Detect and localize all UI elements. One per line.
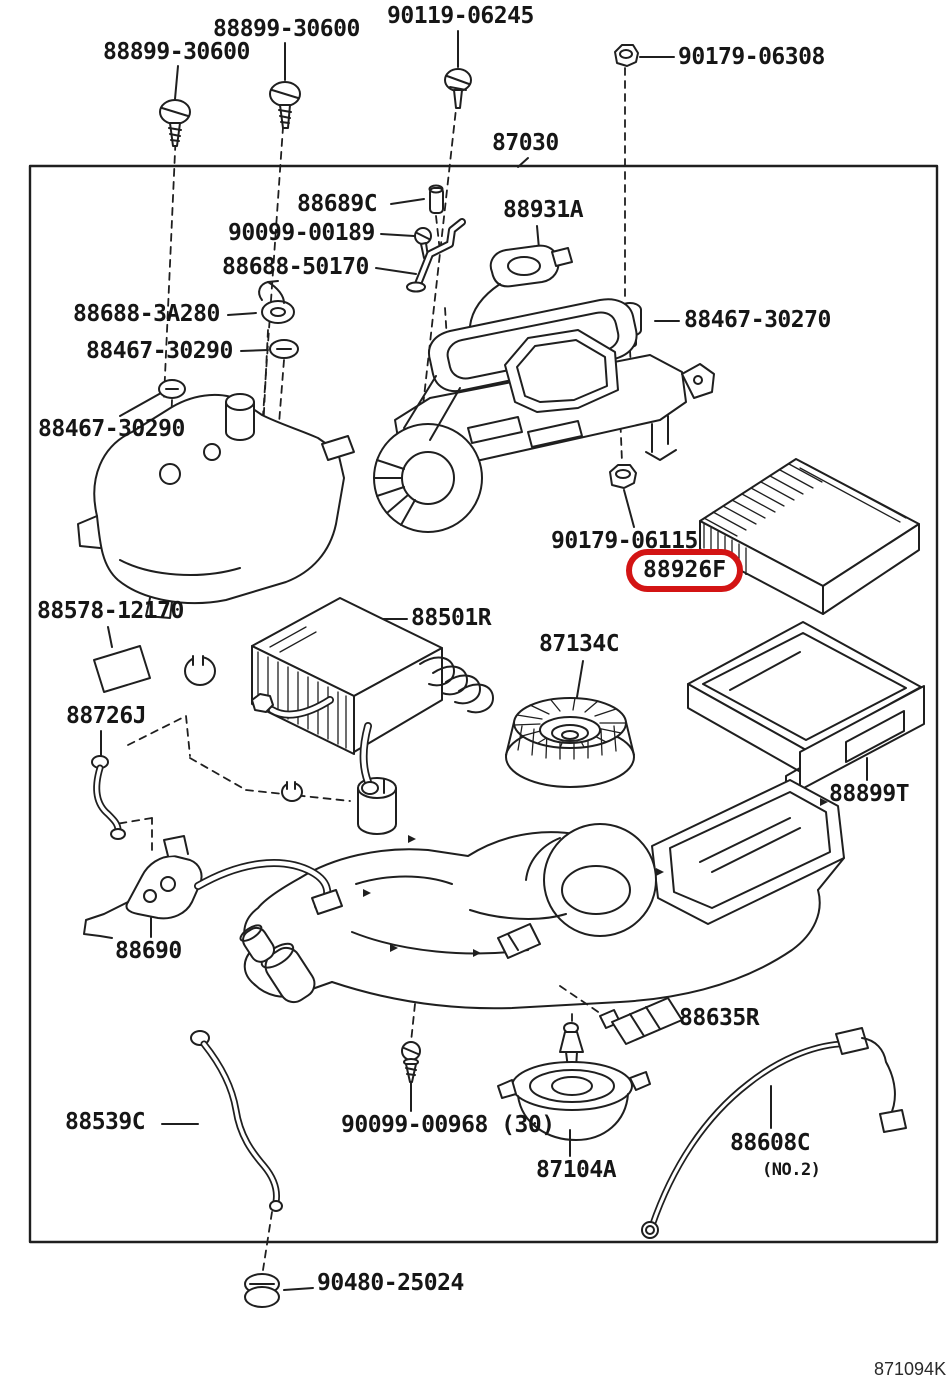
bracket-icon-88688-50170: [407, 222, 462, 292]
evaporator-drawing: [700, 459, 919, 614]
part-label-88899-30600-left: 88899-30600: [103, 39, 250, 65]
part-label-88688-3a280: 88688-3A280: [73, 301, 220, 327]
part-label-88578-12170: 88578-12170: [37, 598, 184, 624]
small-parts: [94, 186, 682, 1308]
part-label-88608c: 88608C: [730, 1130, 811, 1156]
part-label-90480-25024: 90480-25024: [317, 1270, 464, 1296]
drawing-code: 871094K: [874, 1359, 947, 1379]
bracket-88690-drawing: [84, 836, 342, 938]
wire-88608c-drawing: [642, 1028, 906, 1238]
hose-88539c-drawing: [191, 1031, 282, 1211]
hose-88726j-drawing: [92, 756, 125, 839]
part-label-88926f: 88926F: [643, 557, 727, 583]
nut-icon-90179-06115: [610, 465, 636, 488]
screw-icon-left: [160, 100, 190, 146]
screw-icon-90099-00968: [402, 1042, 420, 1082]
lower-case-drawing: [238, 780, 844, 1008]
part-label-90119-06245: 90119-06245: [387, 3, 534, 29]
upper-case-drawing: [78, 299, 714, 618]
part-label-88690: 88690: [115, 938, 182, 964]
part-label-88688-50170: 88688-50170: [222, 254, 369, 280]
bracket-icon-88688-3a280: [259, 281, 294, 323]
clamp-cylinder-pair: [282, 778, 396, 834]
screw-icon-center: [270, 82, 300, 128]
heater-core-drawing: [252, 598, 493, 794]
clamp-cylinder-small: [185, 655, 215, 685]
tray-drawing: [688, 622, 924, 797]
part-label-88635r: 88635R: [679, 1005, 760, 1031]
part-label-88608c-note: (NO.2): [762, 1160, 821, 1180]
grommet-icon-90480-25024: [245, 1274, 279, 1307]
part-label-87134c: 87134C: [539, 631, 620, 657]
part-label-88689c: 88689C: [297, 191, 378, 217]
blower-wheel-drawing: [506, 698, 634, 787]
clip-icon-88689c: [430, 186, 444, 214]
sensor-icon-88931a: [470, 246, 572, 386]
part-label-88501r: 88501R: [411, 605, 492, 631]
part-label-90179-06308: 90179-06308: [678, 44, 825, 70]
part-label-87104a: 87104A: [536, 1157, 617, 1183]
blower-motor-drawing: [498, 1023, 650, 1140]
border-frame: [30, 166, 937, 1242]
part-label-88467-30270: 88467-30270: [684, 307, 831, 333]
grommet-icon-88467-30290-upper: [270, 340, 298, 358]
part-label-88467-30290-lower: 88467-30290: [38, 416, 185, 442]
part-label-88899-30600-center: 88899-30600: [213, 16, 360, 42]
part-label-88726j: 88726J: [66, 703, 147, 729]
screw-icon-right: [445, 69, 471, 108]
nut-icon-top-right: [615, 45, 638, 66]
part-label-88899t: 88899T: [829, 781, 910, 807]
part-label-88467-30290-upper: 88467-30290: [86, 338, 233, 364]
grommet-icon-88467-30290-lower: [159, 380, 185, 398]
part-label-88539c: 88539C: [65, 1109, 146, 1135]
resistor-icon-88635r: [600, 998, 682, 1044]
assembly-arrow-markers: [363, 798, 828, 957]
screw-icons-top: [160, 45, 638, 146]
pad-icon-88578-12170: [94, 646, 150, 692]
part-label-88931a: 88931A: [503, 197, 584, 223]
part-label-90099-00189: 90099-00189: [228, 220, 375, 246]
assembly-label-87030: 87030: [492, 130, 559, 156]
screw-icon-90099-00189: [415, 228, 431, 258]
part-label-90099-00968: 90099-00968 (30): [341, 1112, 555, 1138]
highlighted-part-label-88926f: 88926F: [626, 549, 744, 592]
